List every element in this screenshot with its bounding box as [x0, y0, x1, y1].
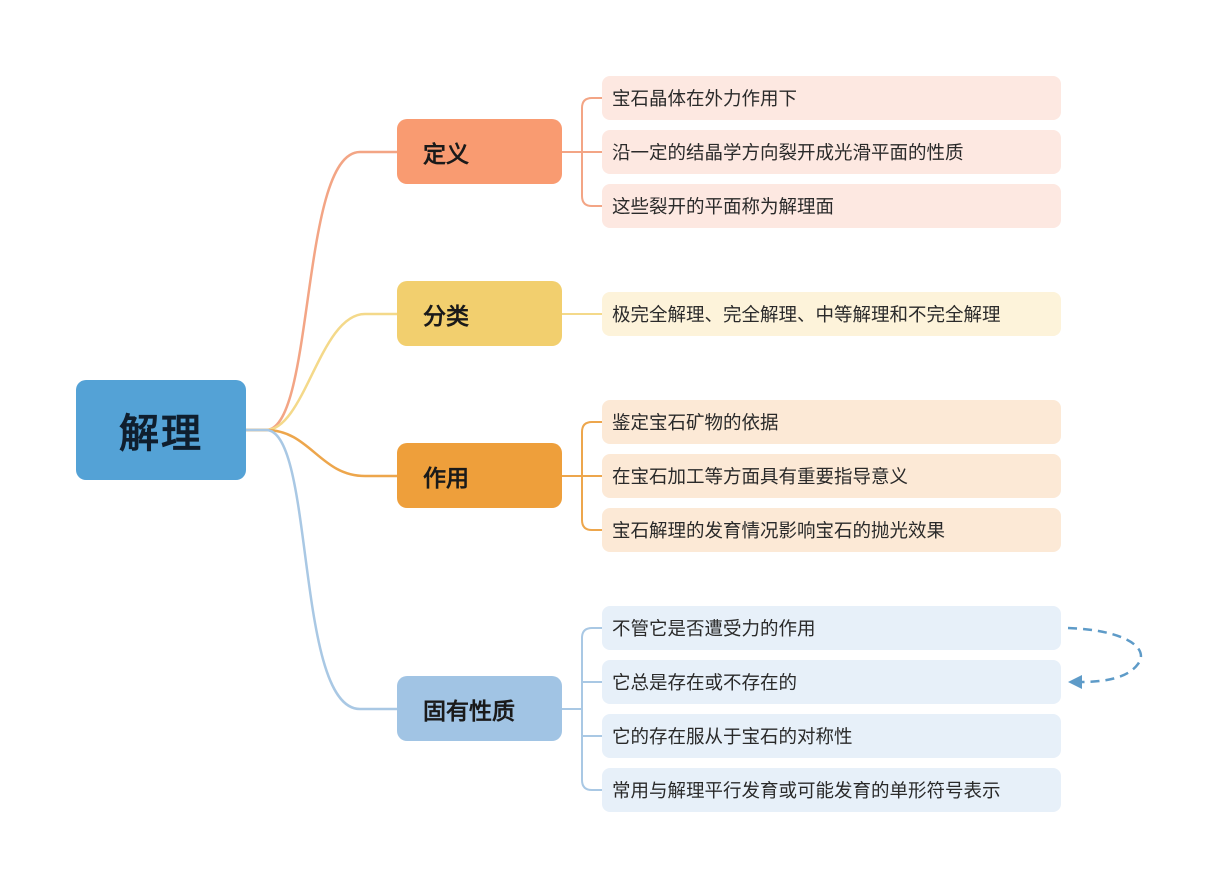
root-node[interactable]: 解理	[76, 380, 246, 480]
leaf-text: 鉴定宝石矿物的依据	[612, 413, 779, 434]
leaf-text: 它总是存在或不存在的	[612, 673, 798, 694]
leaf-text: 极完全解理、完全解理、中等解理和不完全解理	[612, 305, 1001, 326]
leaf-text: 不管它是否遭受力的作用	[612, 619, 816, 640]
branch-classification[interactable]: 分类	[397, 281, 562, 346]
leaf-text: 这些裂开的平面称为解理面	[612, 197, 835, 218]
connector-root-function	[246, 428, 397, 478]
relation-arrow	[1067, 626, 1143, 689]
leaf-definition-3[interactable]: 这些裂开的平面称为解理面	[602, 184, 1061, 228]
root-label: 解理	[119, 411, 203, 457]
leaf-function-2[interactable]: 在宝石加工等方面具有重要指导意义	[602, 454, 1061, 498]
branch-function[interactable]: 作用	[397, 443, 562, 508]
leaf-text: 常用与解理平行发育或可能发育的单形符号表示	[612, 781, 1001, 802]
connectors-function	[562, 421, 602, 531]
leaf-properties-3[interactable]: 它的存在服从于宝石的对称性	[602, 714, 1061, 758]
leaf-function-1[interactable]: 鉴定宝石矿物的依据	[602, 400, 1061, 444]
leaf-classification-1[interactable]: 极完全解理、完全解理、中等解理和不完全解理	[602, 292, 1061, 336]
leaf-function-3[interactable]: 宝石解理的发育情况影响宝石的抛光效果	[602, 508, 1061, 552]
branch-classification-label: 分类	[423, 303, 469, 330]
connectors-properties	[562, 627, 602, 791]
branch-definition[interactable]: 定义	[397, 119, 562, 184]
leaf-definition-2[interactable]: 沿一定的结晶学方向裂开成光滑平面的性质	[602, 130, 1061, 174]
connector-root-definition	[246, 150, 397, 432]
connectors-definition	[562, 97, 602, 207]
leaf-properties-4[interactable]: 常用与解理平行发育或可能发育的单形符号表示	[602, 768, 1061, 812]
connector-root-classification	[246, 312, 397, 432]
leaf-properties-1[interactable]: 不管它是否遭受力的作用	[602, 606, 1061, 650]
connector-root-properties	[246, 428, 397, 711]
leaf-text: 在宝石加工等方面具有重要指导意义	[612, 467, 909, 488]
leaf-text: 它的存在服从于宝石的对称性	[612, 727, 853, 748]
leaf-properties-2[interactable]: 它总是存在或不存在的	[602, 660, 1061, 704]
leaf-text: 宝石解理的发育情况影响宝石的抛光效果	[612, 521, 946, 542]
leaf-definition-1[interactable]: 宝石晶体在外力作用下	[602, 76, 1061, 120]
leaf-text: 沿一定的结晶学方向裂开成光滑平面的性质	[612, 143, 964, 164]
branch-function-label: 作用	[423, 465, 469, 492]
leaf-text: 宝石晶体在外力作用下	[612, 89, 798, 110]
branch-properties[interactable]: 固有性质	[397, 676, 562, 741]
branch-definition-label: 定义	[423, 141, 469, 168]
branch-properties-label: 固有性质	[423, 698, 515, 725]
